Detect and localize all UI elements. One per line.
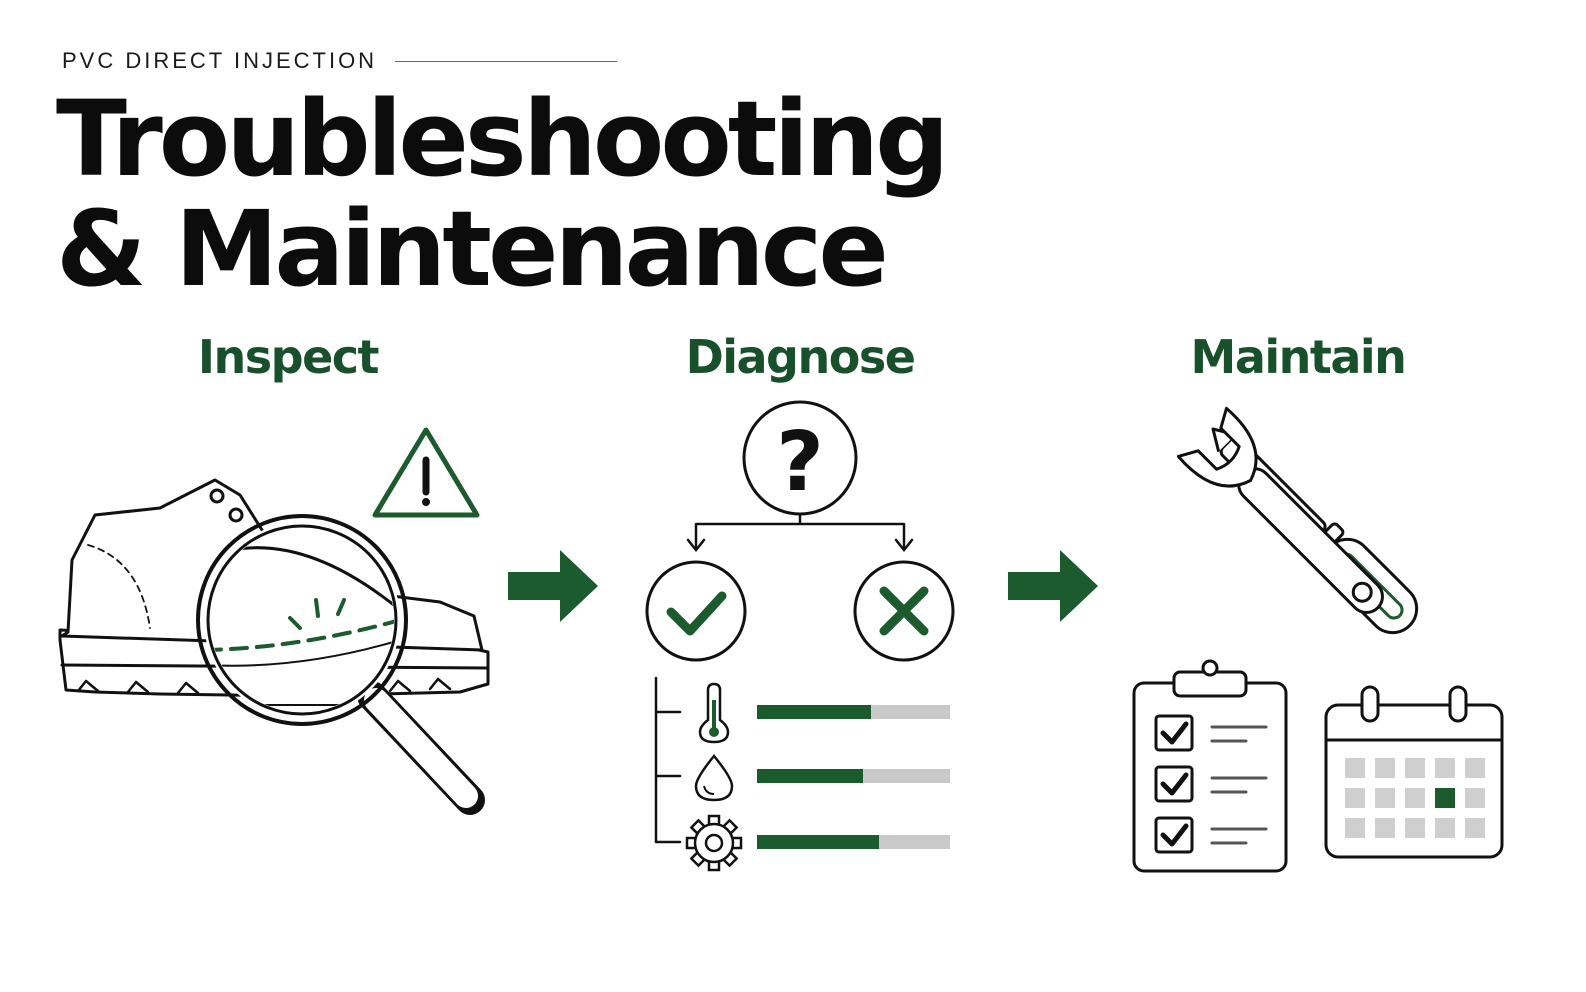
warning-icon — [372, 427, 480, 518]
checklist-icon — [1132, 659, 1288, 873]
droplet-icon — [694, 754, 734, 802]
check-icon — [645, 560, 747, 662]
calendar-grid — [1345, 758, 1485, 838]
calendar-day — [1405, 818, 1425, 838]
calendar-day — [1345, 758, 1365, 778]
stage-heading-maintain: Maintain — [1190, 330, 1407, 384]
calendar-day — [1435, 818, 1455, 838]
diagnose-level-bars — [757, 705, 950, 849]
calendar-day — [1375, 788, 1395, 808]
calendar-day — [1435, 758, 1455, 778]
title-line-1: Troubleshooting — [56, 78, 950, 200]
magnifier-icon — [196, 514, 485, 815]
cross-icon — [853, 560, 955, 662]
level-bar-fill-temperature — [757, 705, 871, 719]
eyebrow-text: PVC DIRECT INJECTION — [62, 48, 378, 73]
calendar-day — [1465, 818, 1485, 838]
question-icon: ? — [742, 400, 858, 516]
page-title: Troubleshooting & Maintenance — [56, 78, 950, 310]
eyebrow-rule — [395, 60, 618, 62]
calendar-day — [1375, 758, 1395, 778]
title-line-2: & Maintenance — [56, 188, 889, 310]
arrow-diagnose-to-maintain — [1008, 550, 1098, 622]
decision-connector — [686, 512, 914, 553]
calendar-day — [1465, 788, 1485, 808]
level-bar-fill-mechanical — [757, 835, 879, 849]
arrow-inspect-to-diagnose — [508, 550, 598, 622]
svg-text:?: ? — [776, 415, 824, 510]
stage-heading-inspect: Inspect — [197, 330, 380, 384]
stage-heading-diagnose: Diagnose — [685, 330, 916, 384]
gear-icon — [685, 814, 743, 872]
wrench-icon — [1176, 406, 1384, 614]
calendar-icon — [1324, 685, 1504, 859]
factor-tree — [654, 676, 682, 844]
calendar-day — [1405, 758, 1425, 778]
calendar-day — [1465, 758, 1485, 778]
calendar-day — [1405, 788, 1425, 808]
calendar-day — [1345, 788, 1365, 808]
thermometer-icon — [698, 682, 730, 744]
calendar-day — [1345, 818, 1365, 838]
calendar-day — [1375, 818, 1395, 838]
level-bar-fill-moisture — [757, 769, 863, 783]
calendar-day-highlighted — [1435, 788, 1455, 808]
eyebrow: PVC DIRECT INJECTION — [62, 48, 618, 74]
